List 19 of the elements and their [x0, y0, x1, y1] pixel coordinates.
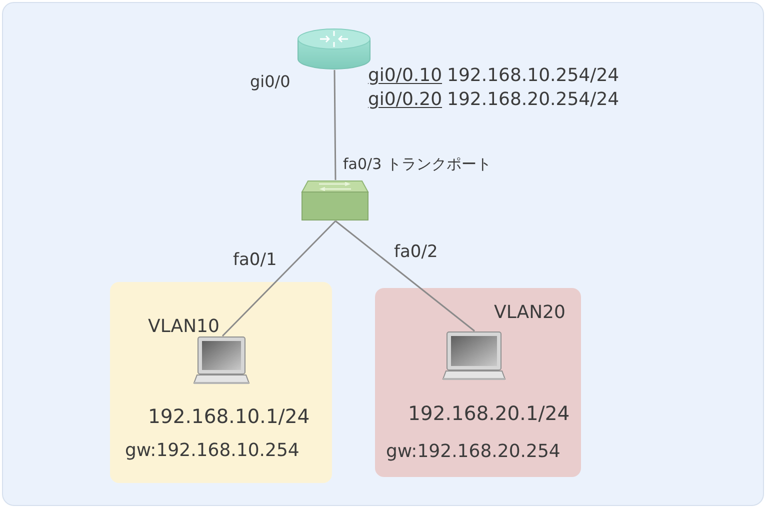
interface-address: 192.168.10.254/24: [447, 67, 620, 85]
port-label: fa0/1: [233, 252, 277, 269]
vlan-label: VLAN10: [148, 318, 220, 336]
gateway-address: gw:192.168.10.254: [125, 442, 300, 460]
link-line: [335, 220, 475, 332]
gateway-address: gw:192.168.20.254: [386, 443, 560, 461]
ip-address: 192.168.20.1/24: [408, 404, 570, 424]
port-label: fa0/3 トランクポート: [343, 157, 492, 172]
link-line: [334, 70, 336, 180]
link-line: [222, 220, 336, 337]
port-label: gi0/0: [250, 74, 290, 90]
ip-address: 192.168.10.1/24: [148, 407, 310, 426]
vlan-area: [110, 282, 332, 483]
port-label: fa0/2: [394, 244, 438, 261]
subinterface-name: gi0/0.10: [368, 67, 442, 85]
subinterface-name: gi0/0.20: [368, 91, 442, 109]
vlan-label: VLAN20: [494, 304, 566, 322]
interface-address: 192.168.20.254/24: [447, 91, 620, 109]
vlan-area: [375, 288, 581, 477]
